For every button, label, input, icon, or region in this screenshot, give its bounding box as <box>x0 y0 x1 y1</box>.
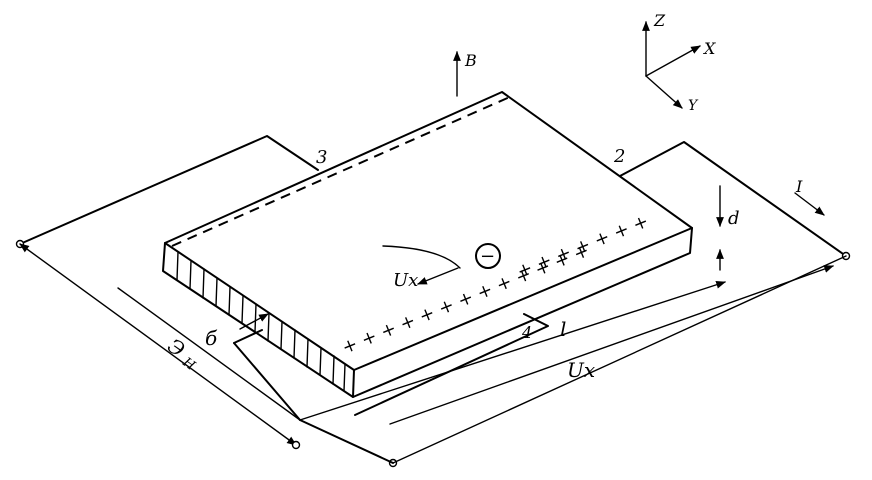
plate-front-side-face <box>352 227 693 398</box>
plate-front-edge <box>353 227 693 371</box>
ux-dim-line <box>389 265 834 425</box>
plate-back-dashed-edge <box>171 95 513 247</box>
current-arrow <box>794 192 825 216</box>
eh-lead-bottom <box>299 419 394 464</box>
thickness-d-label: d <box>728 208 740 229</box>
thickness-dimension: d <box>716 185 740 271</box>
current-i: I <box>794 177 825 216</box>
width-arrow <box>239 313 269 330</box>
electron-sign: − <box>480 246 495 267</box>
left-extension-line <box>117 287 301 421</box>
axis-x-label: X <box>702 39 716 58</box>
y-axis-arrow <box>645 75 683 109</box>
current-i-label: I <box>795 177 803 196</box>
width-probe-top <box>233 329 263 344</box>
eh-dimension-line <box>19 243 297 446</box>
drift-arrow <box>417 267 459 285</box>
voltage-ux-top-label: Ux <box>393 270 418 291</box>
drift-curve <box>382 245 461 269</box>
x-axis-arrow <box>645 45 701 77</box>
contact-4-label: 4 <box>521 323 532 342</box>
contact-2-circuit: 2 <box>613 141 851 261</box>
contact-4-probe: 4 l <box>354 313 566 416</box>
contact-2-label: 2 <box>613 146 625 167</box>
eh-terminal-left <box>291 440 301 450</box>
coordinate-axes: Z X Y <box>642 11 716 114</box>
edge-plus-marks: + + + + + + + <box>514 211 652 283</box>
contact-2-lead <box>619 141 847 257</box>
contact-3-lead <box>19 135 319 245</box>
plate-left-edge <box>164 242 355 371</box>
axis-y-label: Y <box>688 98 699 114</box>
length-l-label: l <box>560 317 566 341</box>
electron-circle <box>475 243 501 269</box>
length-dim-line <box>299 280 726 421</box>
axis-z-label: Z <box>653 11 666 30</box>
b-label: B <box>464 51 477 70</box>
ux-outer-line <box>392 255 847 464</box>
plate-top-face <box>164 91 693 244</box>
left-face-hatching <box>176 251 346 392</box>
magnetic-field-b: B <box>453 51 477 97</box>
voltage-ux-bottom-label: Ux <box>567 358 595 382</box>
contact-3-label: 3 <box>316 147 327 168</box>
contact-4-lead <box>354 313 549 416</box>
plate-left-side-face <box>162 242 355 398</box>
width-b-label: б <box>205 326 218 350</box>
electron-drift: − Ux <box>382 243 501 291</box>
